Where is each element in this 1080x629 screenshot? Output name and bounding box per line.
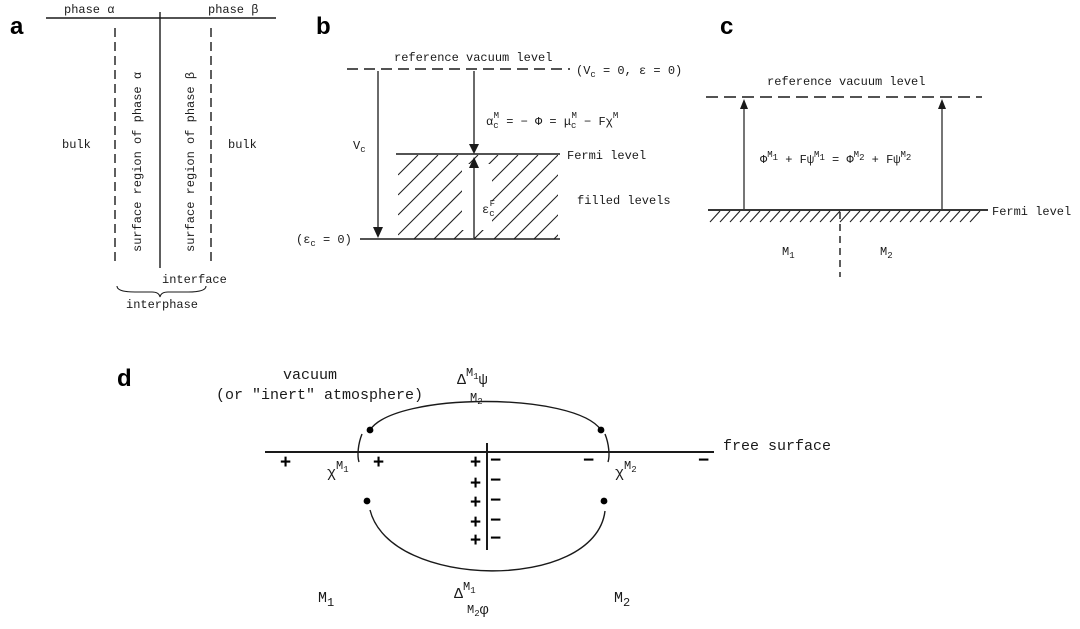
- plus-sign: +: [470, 512, 481, 533]
- surface-region-alpha-label: surface region of phase α: [131, 72, 145, 252]
- fermi-energy-label: εcF: [482, 199, 495, 219]
- surface-region-beta-label: surface region of phase β: [184, 72, 198, 252]
- plus-sign: +: [470, 530, 481, 551]
- bulk-left-label: bulk: [62, 138, 91, 152]
- left-potential-arrowhead: [740, 99, 748, 109]
- chi-m2-label: χM2: [615, 459, 637, 482]
- panel-letter-d: d: [117, 365, 132, 392]
- minus-sign: −: [490, 490, 501, 511]
- phase-beta-label: phase β: [208, 3, 258, 17]
- dot-upper-right: [597, 426, 605, 434]
- panel-b: b reference vacuum level (Vc = 0, ε = 0)…: [296, 13, 682, 249]
- vc-arrowhead: [373, 227, 383, 238]
- panel-a: a phase α phase β bulk bulk surface regi…: [10, 3, 276, 312]
- minus-sign: −: [490, 450, 501, 471]
- inert-atmosphere-label: (or "inert" atmosphere): [216, 387, 423, 404]
- fermi-level-label-c: Fermi level: [992, 205, 1071, 219]
- free-surface-label: free surface: [723, 438, 831, 455]
- panel-letter-c: c: [720, 13, 733, 40]
- minus-sign: −: [490, 510, 501, 531]
- plus-sign: +: [470, 473, 481, 494]
- right-arc-upper-segment: [604, 433, 610, 463]
- band-bottom-label: (εc = 0): [296, 233, 352, 249]
- fermi-hatch-c: [709, 210, 981, 223]
- panel-letter-a: a: [10, 13, 24, 40]
- minus-sign: −: [490, 470, 501, 491]
- bulk-right-label: bulk: [228, 138, 257, 152]
- fermi-energy-arrowhead: [469, 157, 479, 168]
- vc-label: Vc: [353, 139, 366, 155]
- metal-m2-label: M2: [880, 245, 893, 261]
- fermi-level-label: Fermi level: [567, 149, 646, 163]
- minus-sign: −: [698, 450, 709, 471]
- minus-sign: −: [490, 528, 501, 549]
- plus-sign: +: [470, 452, 481, 473]
- upper-arc: [369, 400, 602, 431]
- dot-lower-right: [600, 497, 608, 505]
- interphase-brace: [116, 285, 207, 298]
- reference-vacuum-level-label-c: reference vacuum level: [767, 75, 925, 89]
- dot-lower-left: [363, 497, 371, 505]
- reference-vacuum-level-label: reference vacuum level: [394, 51, 552, 65]
- phase-alpha-label: phase α: [64, 3, 114, 17]
- vacuum-condition-label: (Vc = 0, ε = 0): [576, 64, 682, 80]
- panel-d: d vacuum (or "inert" atmosphere) ΔM1ψ M2…: [117, 365, 831, 619]
- work-function-arrowhead: [469, 144, 479, 154]
- metal-m1-label-d: M1: [318, 590, 334, 610]
- panel-letter-b: b: [316, 13, 331, 40]
- potential-equation: ΦM1 + FψM1 = ΦM2 + FψM2: [760, 150, 911, 167]
- delta-phi-label: ΔM1: [454, 580, 476, 603]
- metal-m1-label: M1: [782, 245, 795, 261]
- panel-c: c reference vacuum level ΦM1 + FψM1 = ΦM…: [706, 13, 1071, 277]
- filled-levels-label: filled levels: [577, 194, 671, 208]
- left-arc-upper-segment: [357, 433, 363, 463]
- plus-sign: +: [280, 452, 291, 473]
- right-potential-arrowhead: [938, 99, 946, 109]
- plus-sign: +: [470, 492, 481, 513]
- dot-upper-left: [366, 426, 374, 434]
- delta-psi-subscript: M2: [470, 391, 483, 407]
- interphase-label: interphase: [126, 298, 198, 312]
- delta-phi-subscript: M2φ: [467, 602, 489, 619]
- electrochemical-equation: αcM = − Φ = μcM − FχM: [486, 111, 618, 131]
- interface-label: interface: [162, 273, 227, 287]
- metal-m2-label-d: M2: [614, 590, 630, 610]
- chi-m1-label: χM1: [327, 459, 349, 482]
- delta-psi-label: ΔM1ψ: [457, 366, 488, 389]
- hatch-gap: [462, 164, 492, 230]
- minus-sign: −: [583, 450, 594, 471]
- vacuum-label: vacuum: [283, 367, 337, 384]
- plus-sign: +: [373, 452, 384, 473]
- lower-arc: [369, 509, 606, 572]
